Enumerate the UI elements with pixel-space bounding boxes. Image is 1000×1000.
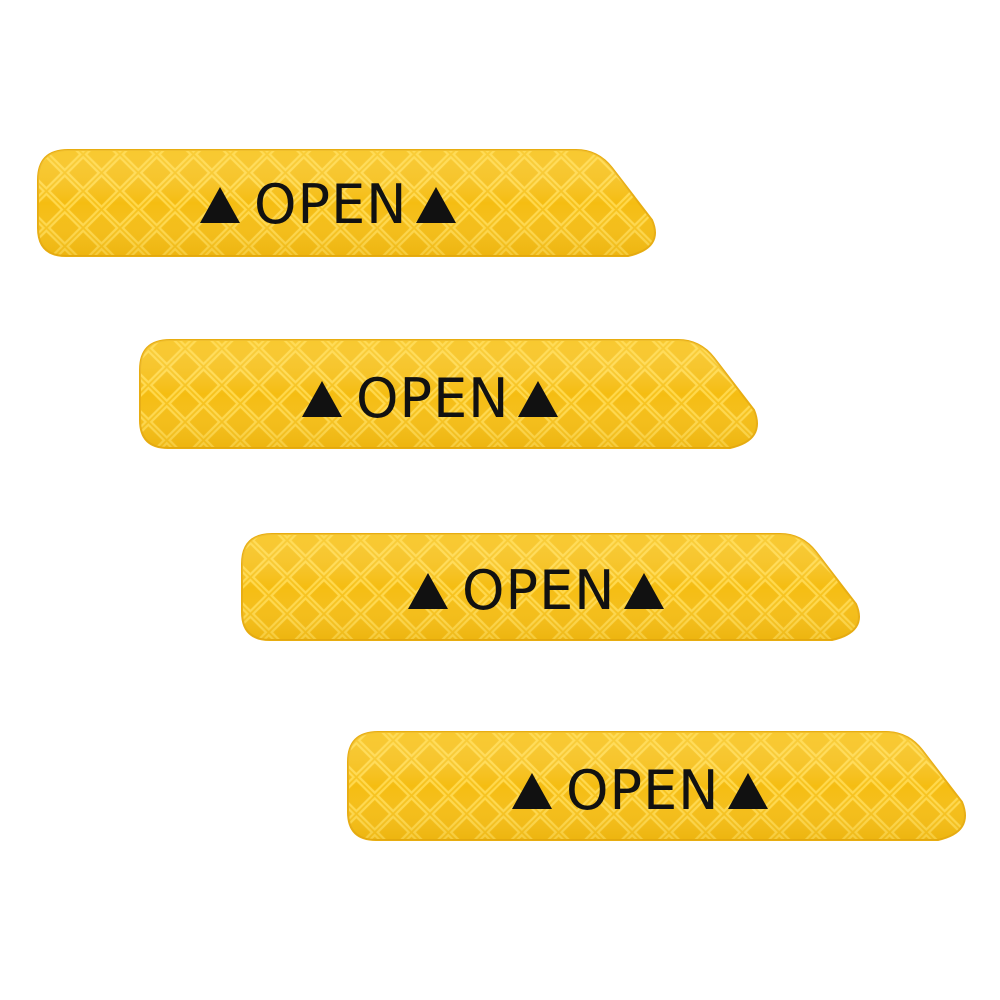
triangle-up-icon — [727, 773, 768, 809]
sticker-label: OPEN — [408, 563, 664, 619]
triangle-up-icon — [408, 573, 448, 609]
sticker-label: OPEN — [200, 177, 456, 233]
open-sticker-2: OPEN — [130, 330, 770, 465]
sticker-shape — [37, 149, 656, 257]
sticker-shape — [347, 731, 966, 841]
triangle-up-icon — [200, 187, 240, 223]
sticker-shape — [139, 339, 758, 449]
open-sticker-4: OPEN — [338, 722, 978, 857]
sticker-shape — [241, 533, 860, 641]
sticker-text: OPEN — [566, 759, 720, 822]
triangle-up-icon — [512, 773, 552, 809]
sticker-text: OPEN — [462, 559, 616, 622]
triangle-up-icon — [623, 573, 664, 609]
sticker-label: OPEN — [302, 371, 558, 427]
sticker-text: OPEN — [356, 367, 510, 430]
sticker-text: OPEN — [254, 173, 408, 236]
open-sticker-3: OPEN — [232, 522, 872, 657]
sticker-label: OPEN — [512, 763, 768, 819]
triangle-up-icon — [302, 381, 342, 417]
triangle-up-icon — [415, 187, 456, 223]
triangle-up-icon — [517, 381, 558, 417]
open-sticker-1: OPEN — [28, 136, 668, 271]
